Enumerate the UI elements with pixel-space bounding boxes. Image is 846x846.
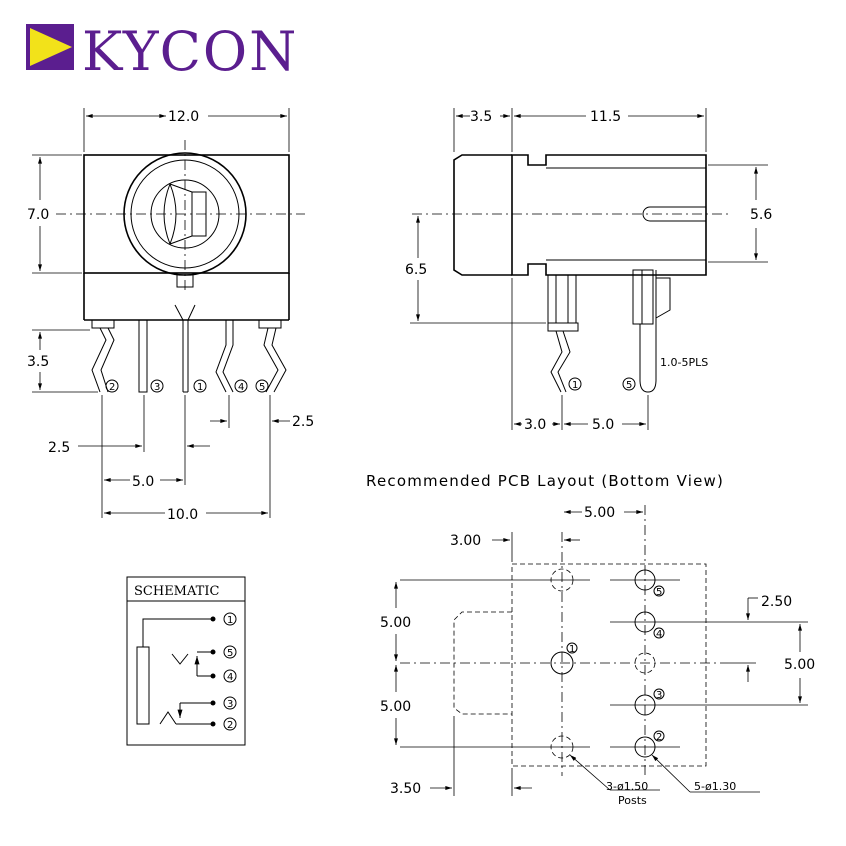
- hole-pin-center-right: [634, 652, 656, 674]
- schematic: SCHEMATIC 1 5 4 3 2: [126, 576, 246, 746]
- dim-pcb-top-spacing: 5.00: [584, 505, 615, 521]
- schem-pin-4: 4: [227, 672, 233, 683]
- posts-label: Posts: [618, 794, 647, 807]
- pcb-label-2: 2: [656, 732, 662, 743]
- pcb-label-4: 4: [656, 629, 662, 640]
- hole-pin-2: 2: [610, 730, 680, 758]
- schem-pin-2: 2: [227, 720, 233, 731]
- dim-span-10: 10.0: [167, 507, 198, 523]
- dim-pcb-right-pitch: 2.50: [761, 594, 792, 610]
- dim-span-5: 5.0: [132, 474, 154, 490]
- dim-pitch-left: 2.5: [48, 440, 70, 456]
- hole-post-center: 1: [550, 642, 578, 675]
- dim-pcb-bottom-offset: 3.50: [390, 781, 421, 797]
- dim-width: 12.0: [168, 109, 199, 125]
- hole-pin-4: 4: [610, 611, 808, 640]
- side-pin-1: 1: [572, 380, 578, 391]
- front-view: 2 3 1 4 5 12.0 7.0 3.5: [27, 108, 314, 523]
- dim-pcb-left-offset: 3.00: [450, 533, 481, 549]
- dim-pcb-left-lower: 5.00: [380, 699, 411, 715]
- dim-pcb-right-span: 5.00: [784, 657, 815, 673]
- schematic-sleeve: [136, 646, 150, 725]
- side-view: 1 5 1.0-5PLS 3.5 11.5 5.6 6.5 3.0: [405, 108, 772, 433]
- front-pin-3: 3: [154, 382, 160, 393]
- hole-pin-5: 5: [610, 569, 680, 598]
- dim-pcb-left-upper: 5.00: [380, 615, 411, 631]
- front-pin-2: 2: [109, 382, 115, 393]
- dim-leg-height: 3.5: [27, 354, 49, 370]
- schem-pin-3: 3: [227, 699, 233, 710]
- front-pin-labels: 2 3 1 4 5: [105, 379, 269, 393]
- logo-mark-triangle: [30, 28, 72, 66]
- dim-height: 7.0: [27, 207, 49, 223]
- pcb-layout: Recommended PCB Layout (Bottom View) 1 5: [366, 472, 815, 807]
- front-pin-1: 1: [197, 382, 203, 393]
- holes-callout: 5-ø1.30: [694, 780, 736, 793]
- front-pin-5: 5: [259, 382, 265, 393]
- pcb-outline: [511, 563, 707, 767]
- hole-post-top: [400, 568, 590, 592]
- front-pin-4: 4: [238, 382, 244, 393]
- posts-callout: 3-ø1.50: [606, 780, 648, 793]
- kycon-logo: KYCON: [26, 20, 298, 83]
- side-pin-5: 5: [626, 380, 632, 391]
- dim-pin-spacing: 5.0: [592, 417, 614, 433]
- side-note: 1.0-5PLS: [660, 356, 708, 369]
- schem-pin-1: 1: [227, 615, 233, 626]
- dim-pin-offset: 3.0: [524, 417, 546, 433]
- dim-pitch-right: 2.5: [292, 414, 314, 430]
- pcb-label-3: 3: [656, 690, 662, 701]
- brand-name: KYCON: [82, 20, 298, 83]
- dim-front-length: 3.5: [470, 109, 492, 125]
- dim-body-length: 11.5: [590, 109, 621, 125]
- schem-pin-5: 5: [227, 648, 233, 659]
- schematic-frame: [126, 576, 246, 746]
- dim-bore: 5.6: [750, 207, 772, 223]
- hole-pin-3: 3: [610, 688, 808, 716]
- schematic-title: SCHEMATIC: [134, 584, 219, 599]
- pcb-label-1: 1: [569, 644, 575, 655]
- dim-center-height: 6.5: [405, 262, 427, 278]
- pcb-title: Recommended PCB Layout (Bottom View): [366, 472, 724, 490]
- hole-post-bottom: [400, 735, 590, 759]
- pcb-label-5: 5: [656, 587, 662, 598]
